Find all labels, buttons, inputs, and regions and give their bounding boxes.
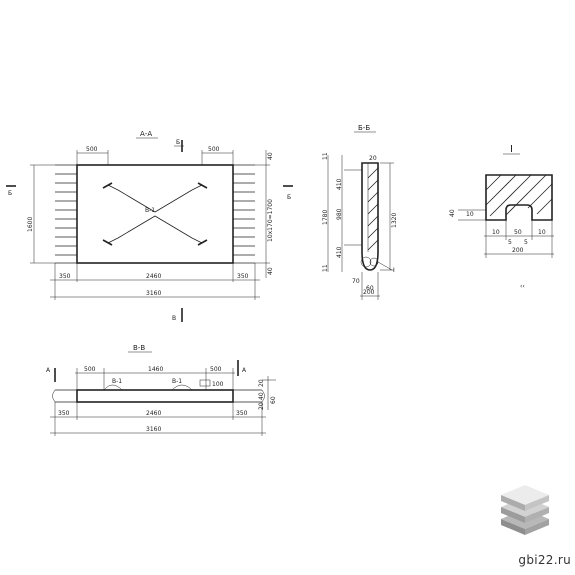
detail-i-outline [485,174,553,221]
section-vv-mark-right: А [242,367,247,374]
section-vv-mark-left: А [46,367,51,374]
section-vv-dim-top-1: 1460 [148,366,163,373]
section-vv-dim-bottom-0: 350 [58,410,70,417]
section-bb-hatch [367,167,379,251]
plan-dim-bottom-left: 350 [59,273,71,280]
plan-lifting-loops [102,182,208,246]
detail-i-title: I [510,144,513,155]
plan-rebar-right [233,173,255,256]
detail-i: I 40 10 10 50 10 5 5 200 [449,144,554,258]
detail-i-dim-3: 50 [514,229,522,236]
section-vv-dim-right-2: 40 [258,392,265,400]
detail-i-dim-4: 10 [538,229,546,236]
plan-section-mark-left: Б [8,190,12,197]
plan-dim-top-right: 500 [208,146,220,153]
plan-dim-right-bottom: 40 [267,267,274,275]
section-bb-dim-5: 11 [322,264,329,272]
plan-view: А-А Б [6,130,293,322]
plan-section-mark-bottom: В [172,315,176,322]
section-bb-dim-4: 410 [336,246,343,258]
section-bb-callout: I [393,267,395,274]
detail-i-dim-1: 10 [466,211,474,218]
detail-i-dim-0: 40 [449,209,456,217]
plan-dim-bottom-right: 350 [237,273,249,280]
section-vv-dim-top-2: 500 [210,366,222,373]
section-vv-dim-total: 3160 [146,426,161,433]
section-vv: В-В В-1 В-1 500 1460 500 А А 100 [46,344,277,436]
section-bb-dim-bottom-0: 70 [352,278,360,285]
section-vv-dim-bottom-1: 2460 [146,410,161,417]
section-vv-dim-right-1: 100 [212,381,224,388]
plan-title: А-А [140,130,152,138]
section-vv-dim-right-0: 20 [258,379,265,387]
detail-i-dim-7: 200 [512,247,524,254]
plan-detail-label: В-1 [145,207,155,214]
section-vv-label-left: В-1 [112,378,122,385]
section-vv-title: В-В [133,344,145,352]
plan-slab-outline [76,164,234,264]
section-bb-title: Б-Б [358,124,370,132]
detail-i-hatch [485,174,553,217]
section-bb-dim-total: 1320 [391,213,398,228]
plan-dim-right: 10х170=1700 [267,199,274,242]
section-bb-dim-bottom-2: 200 [363,289,375,296]
section-vv-dim-bottom-2: 350 [236,410,248,417]
logo-icon [501,485,549,535]
section-vv-loop-left [103,384,123,391]
section-bb-outline [361,162,379,271]
plan-dim-top-left: 500 [86,146,98,153]
section-vv-label-right: В-1 [172,378,182,385]
section-bb-dim-3: 980 [336,208,343,220]
section-bb-dim-2: 1780 [322,210,329,225]
section-vv-dim-right-3: 20 [258,402,265,410]
plan-dim-total: 3160 [146,290,161,297]
section-bb-dim-0: 11 [322,152,329,160]
detail-i-dim-6: 5 [524,239,528,246]
section-vv-dim-right-4: 60 [270,396,277,404]
plan-rebar-left [55,173,77,256]
stray-mark: ‹‹ [520,283,525,290]
plan-dim-bottom-mid: 2460 [146,273,161,280]
section-vv-loop-right [171,384,193,391]
plan-section-mark-right: Б [287,194,291,201]
plan-section-mark-top: Б [176,139,180,146]
section-bb-dim-bottom-1: 60 [366,285,374,292]
section-bb-groove [360,256,372,268]
section-vv-dim-top-0: 500 [84,366,96,373]
watermark-site: gbi22.ru [518,553,571,567]
detail-i-dim-2: 10 [492,229,500,236]
section-bb-dim-1: 410 [336,178,343,190]
section-bb: Б-Б 11 410 1780 980 410 11 13 [322,124,398,300]
plan-dim-right-top: 40 [267,152,274,160]
section-vv-body [76,389,234,403]
plan-dim-height: 1600 [27,217,34,232]
section-bb-dim-top: 20 [369,155,377,162]
detail-i-dim-5: 5 [508,239,512,246]
